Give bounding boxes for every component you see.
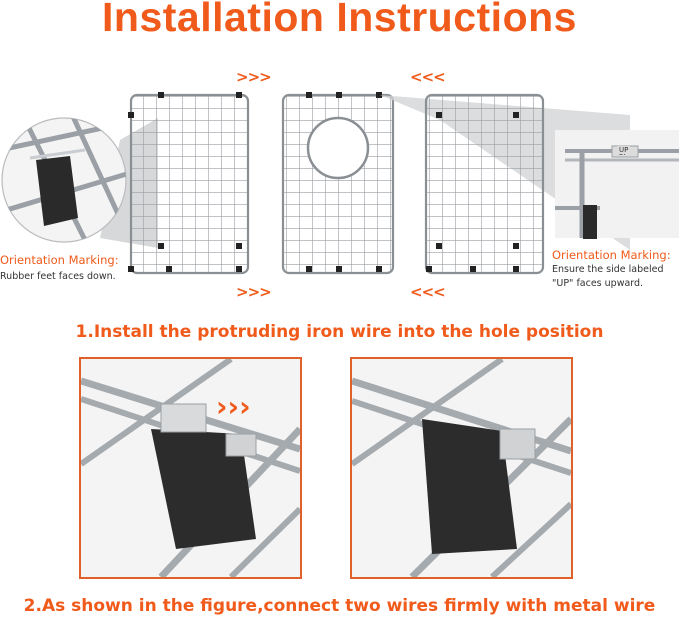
step-1-text: 1.Install the protruding iron wire into … xyxy=(75,322,604,342)
middle-grid xyxy=(281,92,395,275)
step-2-photo xyxy=(352,359,571,577)
left-arrows-bottom: <<< xyxy=(410,283,446,301)
right-arrows-top: >>> xyxy=(236,68,272,86)
svg-text:›››: ››› xyxy=(216,390,251,423)
left-arrows-top: <<< xyxy=(410,68,446,86)
step-1-photo: ››› xyxy=(81,359,300,577)
right-note-line1: Ensure the side labeled xyxy=(552,264,664,275)
page-title: Installation Instructions xyxy=(102,0,577,40)
right-note-title: Orientation Marking: xyxy=(552,248,671,262)
rubber-foot-detail-circle xyxy=(1,117,127,243)
left-grid xyxy=(128,92,250,275)
right-note-line2: "UP" faces upward. xyxy=(552,278,644,289)
right-grid xyxy=(424,93,545,275)
left-note-title: Orientation Marking: xyxy=(0,253,119,267)
step-2-text: 2.As shown in the figure,connect two wir… xyxy=(23,596,656,616)
left-note-text: Rubber feet faces down. xyxy=(0,271,116,282)
up-tag-text: UP xyxy=(617,146,631,154)
grid-layout-diagram: UP xyxy=(1,92,679,275)
right-arrows-bottom: >>> xyxy=(236,283,272,301)
